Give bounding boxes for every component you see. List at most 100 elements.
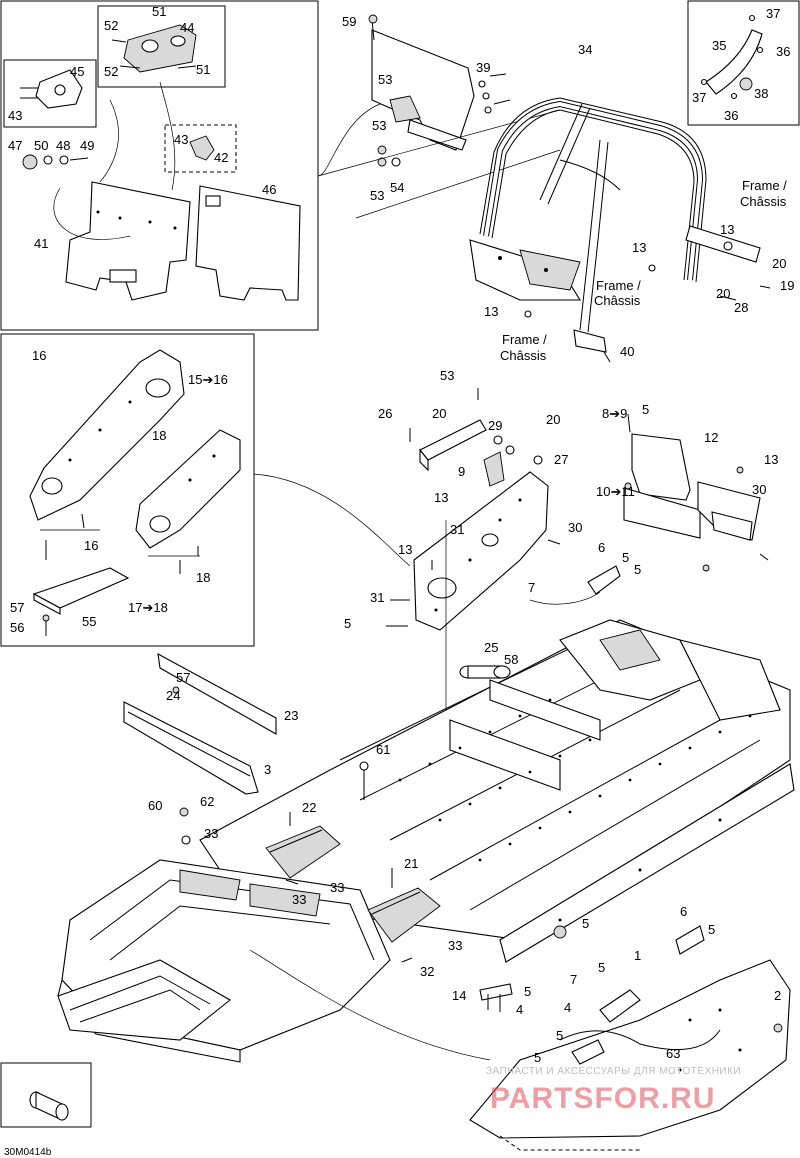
callout-label: 53 (440, 368, 454, 383)
callout-label: 36 (724, 108, 738, 123)
callout-label: 5 (556, 1028, 563, 1043)
callout-label: 59 (342, 14, 356, 29)
part-8-bracket (631, 433, 691, 501)
callout-label: 56 (10, 620, 24, 635)
callout-label: 41 (34, 236, 48, 251)
callout-label: 43 (174, 132, 188, 147)
part-upper-plate (371, 29, 475, 151)
callout-label: 52 (104, 64, 118, 79)
callout-label: 6 (598, 540, 605, 555)
inset-box-bushing (0, 1062, 92, 1128)
callout-label: 32 (420, 964, 434, 979)
callout-label: 5 (622, 550, 629, 565)
callout-label: 5 (534, 1050, 541, 1065)
callout-label: 37 (766, 6, 780, 21)
side-plate-parts (29, 349, 411, 636)
callout-label: 14 (452, 988, 466, 1003)
callout-label: 45 (70, 64, 84, 79)
rear-skid-assembly (469, 925, 791, 1151)
part-14-bracket (479, 983, 513, 1001)
callout-label: 5 (344, 616, 351, 631)
callout-label: 22 (302, 800, 316, 815)
callout-label: 13 (484, 304, 498, 319)
callout-label: 13 (764, 452, 778, 467)
callout-label: 43 (8, 108, 22, 123)
callout-label: 18 (196, 570, 210, 585)
callout-label: 29 (488, 418, 502, 433)
frame-label-2-line2: Châssis (594, 293, 641, 308)
callout-label: 47 (8, 138, 22, 153)
callout-label: 33 (204, 826, 218, 841)
callout-label: 38 (754, 86, 768, 101)
part-6-plate (587, 565, 621, 595)
callout-label: 36 (776, 44, 790, 59)
callout-label: 63 (666, 1046, 680, 1061)
callout-label: 51 (196, 62, 210, 77)
callout-label: 28 (734, 300, 748, 315)
callout-label: 46 (262, 182, 276, 197)
callout-label: 33 (330, 880, 344, 895)
callout-label: 13 (632, 240, 646, 255)
callout-label: 2 (774, 988, 781, 1003)
callout-label: 61 (376, 742, 390, 757)
callout-label: 54 (390, 180, 404, 195)
frame-label-3-line1: Frame / (502, 332, 547, 347)
callout-label: 51 (152, 4, 166, 19)
callout-label: 60 (148, 798, 162, 813)
callout-label: 58 (504, 652, 518, 667)
callout-label: 5 (634, 562, 641, 577)
inset-box-seat-brackets (0, 0, 319, 331)
callout-label: 25 (484, 640, 498, 655)
callout-label: 40 (620, 344, 634, 359)
callout-label: 26 (378, 406, 392, 421)
seat-bracket-parts (20, 24, 301, 301)
callout-label: 9 (458, 464, 465, 479)
callout-label: 37 (692, 90, 706, 105)
callout-label: 30 (568, 520, 582, 535)
callout-label: 20 (432, 406, 446, 421)
panels (123, 652, 567, 963)
callout-label: 13 (398, 542, 412, 557)
callout-label: 31 (370, 590, 384, 605)
callout-label: 18 (152, 428, 166, 443)
callout-label: 16 (84, 538, 98, 553)
inset-box-dashed (164, 124, 237, 173)
callout-label: 19 (780, 278, 794, 293)
inset-frames (0, 0, 800, 1128)
part-26-plate (419, 419, 487, 461)
callout-label: 53 (370, 188, 384, 203)
frame-label-2-line1: Frame / (596, 278, 641, 293)
part-23-rail (123, 701, 259, 795)
frame-label-1-line1: Frame / (742, 178, 787, 193)
callout-label: 13 (720, 222, 734, 237)
callout-label: 6 (680, 904, 687, 919)
frame-labels: Frame / Châssis Frame / Châssis Frame / … (500, 178, 787, 363)
callout-label: 33 (448, 938, 462, 953)
callout-label: 53 (372, 118, 386, 133)
callout-label: 5 (582, 916, 589, 931)
part-16-side-plate (29, 349, 185, 521)
callout-label: 44 (180, 20, 194, 35)
part-42-clip (189, 135, 215, 161)
callout-label: 55 (82, 614, 96, 629)
center-bracket-assembly (386, 388, 621, 830)
callout-label: 57 (10, 600, 24, 615)
callout-label: 7 (570, 972, 577, 987)
callout-label: 62 (200, 794, 214, 809)
diagram-code: 30M0414b (4, 1147, 52, 1158)
part-21-cover (367, 887, 441, 943)
callout-label: 30 (752, 482, 766, 497)
callout-label: 33 (292, 892, 306, 907)
part-10-bracket (623, 487, 701, 539)
part-35-bracket (700, 14, 764, 100)
part-6-plate-rear (675, 925, 705, 955)
inset-box-left (3, 59, 97, 128)
callout-label: 12 (704, 430, 718, 445)
callout-label: 16 (32, 348, 46, 363)
callout-label: 34 (578, 42, 592, 57)
frame-label-1-line2: Châssis (740, 194, 787, 209)
callout-label: 8➔9 (602, 406, 627, 421)
chassis-holes (398, 698, 752, 862)
part-27-clip (483, 451, 505, 487)
